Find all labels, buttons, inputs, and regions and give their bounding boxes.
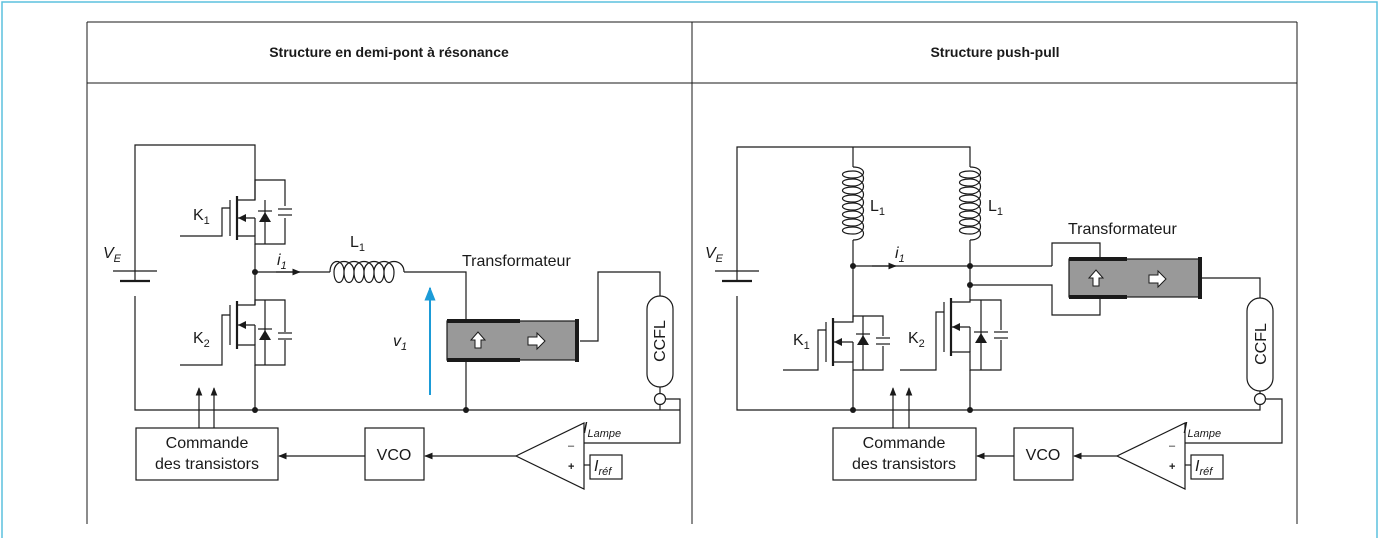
right-cmd-line1: Commande: [863, 435, 946, 452]
mosfet-icon: [900, 298, 1002, 371]
right-vco-label: VCO: [1026, 447, 1061, 464]
ccfl-lamp-icon: [1246, 297, 1283, 444]
right-transformer-label: Transformateur: [1068, 221, 1177, 238]
right-circuit: VE L1 L1 i1 Transformateur: [705, 146, 1283, 490]
left-cmd-line1: Commande: [166, 435, 249, 452]
right-panel-title: Structure push-pull: [930, 44, 1059, 60]
right-ccfl-label: CCFL: [1253, 323, 1270, 365]
ccfl-lamp-icon: [646, 295, 681, 444]
k1-label: K1: [793, 332, 810, 352]
command-box: [832, 427, 977, 481]
battery-icon: [113, 270, 157, 283]
battery-icon: [715, 270, 759, 283]
opamp-minus: –: [568, 440, 575, 452]
iref-box: [1190, 454, 1224, 480]
capacitor-icon: [994, 331, 1008, 339]
opamp-minus: –: [1169, 440, 1176, 452]
opamp-plus: +: [1169, 461, 1175, 473]
v1-label: v1: [393, 333, 407, 353]
inductor-icon: [958, 166, 982, 241]
capacitor-icon: [876, 337, 890, 345]
inductor-icon: [841, 166, 865, 241]
transformer-icon: [1068, 257, 1202, 299]
diode-icon: [856, 316, 870, 370]
left-cmd-line2: des transistors: [155, 456, 259, 473]
op-amp-icon: [1115, 422, 1186, 490]
left-panel-title: Structure en demi-pont à résonance: [269, 44, 509, 60]
k1-label: K1: [193, 207, 210, 227]
capacitor-icon: [278, 208, 292, 216]
left-vco-label: VCO: [377, 447, 412, 464]
op-amp-icon: [514, 422, 585, 490]
l1a-label: L1: [870, 198, 885, 218]
right-cmd-line2: des transistors: [852, 456, 956, 473]
left-transformer-label: Transformateur: [462, 253, 571, 270]
command-box: [135, 427, 279, 481]
iref-label: Iréf: [594, 458, 612, 478]
k2-label: K2: [193, 330, 210, 350]
left-circuit: VE K1: [103, 144, 681, 490]
vco-box: [1013, 427, 1074, 481]
i1-label: i1: [277, 252, 287, 272]
mosfet-icon: [180, 179, 286, 245]
diode-icon: [974, 300, 988, 370]
left-ccfl-label: CCFL: [652, 320, 669, 362]
opamp-plus: +: [568, 461, 574, 473]
transformer-icon: [446, 319, 579, 362]
ve-label: VE: [705, 245, 724, 265]
capacitor-icon: [278, 332, 292, 340]
table-frame: [86, 21, 1298, 524]
ilampe-label: ILampe: [1183, 420, 1221, 440]
diode-icon: [258, 200, 272, 244]
vco-box: [364, 427, 425, 481]
inductor-icon: [329, 260, 405, 284]
ve-label: VE: [103, 245, 122, 265]
ilampe-label: ILampe: [583, 420, 621, 440]
l1b-label: L1: [988, 198, 1003, 218]
i1-label: i1: [895, 245, 905, 265]
iref-box: [589, 454, 623, 480]
k2-label: K2: [908, 330, 925, 350]
iref-label: Iréf: [1195, 458, 1213, 478]
l1-label: L1: [350, 234, 365, 254]
diode-icon: [258, 300, 272, 365]
